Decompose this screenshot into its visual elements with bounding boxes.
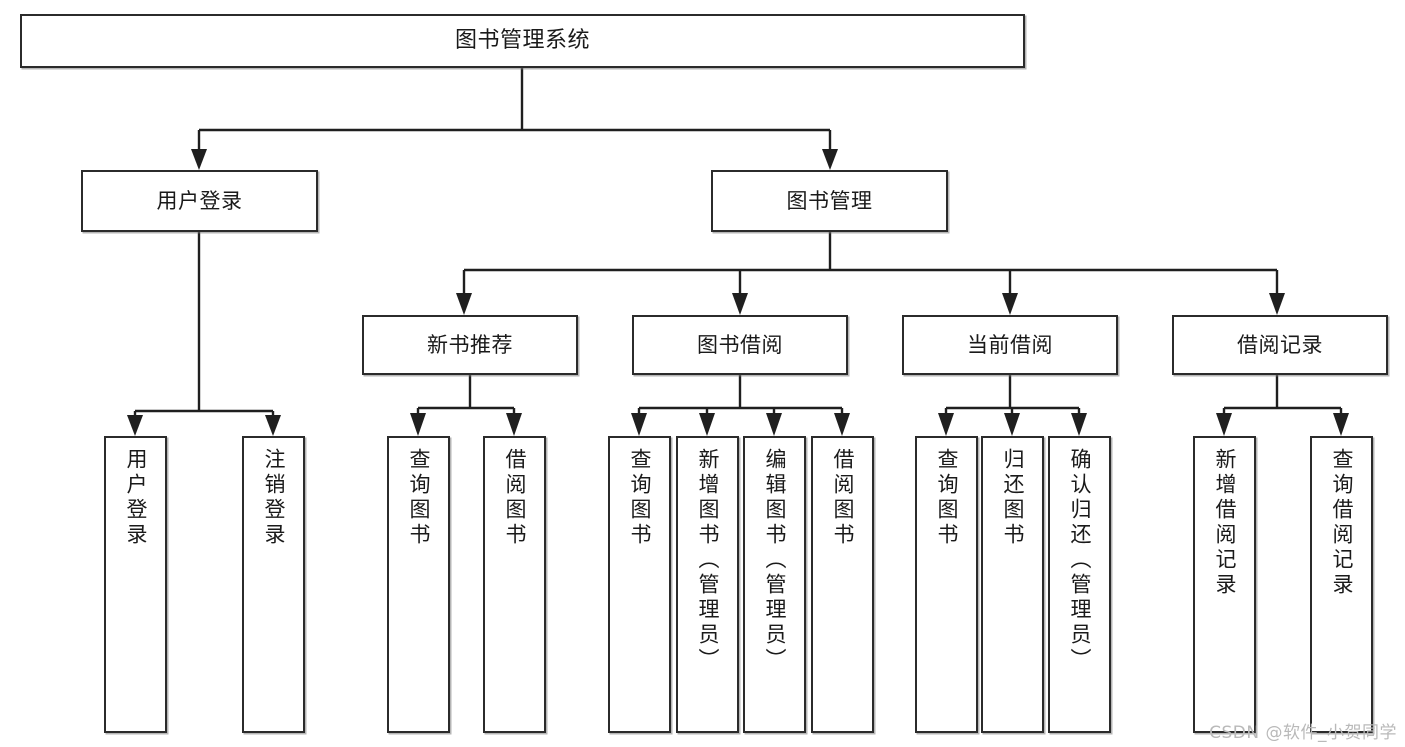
arrow-level3-current-borrow [1002, 293, 1018, 315]
node-borrow-record[interactable]: 借阅记录 [1172, 315, 1388, 375]
leaf-current-borrow-return-book[interactable]: 归还图书 [981, 436, 1044, 733]
node-label: 编辑图书（管理员） [763, 448, 787, 673]
arrow-root-to-book-manage [822, 149, 838, 170]
node-label: 查询图书 [628, 448, 652, 548]
arrow-currentborrow-leaf-3 [1071, 413, 1087, 436]
arrow-level3-borrow-record [1269, 293, 1285, 315]
leaf-current-borrow-confirm-return-admin[interactable]: 确认归还（管理员） [1048, 436, 1111, 733]
arrow-userlogin-leaf-1 [127, 415, 143, 436]
node-book-management[interactable]: 图书管理 [711, 170, 948, 232]
leaf-user-login-logout[interactable]: 注销登录 [242, 436, 305, 733]
leaf-book-borrow-query-book[interactable]: 查询图书 [608, 436, 671, 733]
node-user-login[interactable]: 用户登录 [81, 170, 318, 232]
arrow-bookborrow-leaf-3 [766, 413, 782, 436]
node-label: 确认归还（管理员） [1068, 448, 1092, 673]
arrow-bookborrow-leaf-2 [699, 413, 715, 436]
arrow-root-to-user-login [191, 149, 207, 170]
node-label: 图书管理 [786, 188, 873, 213]
arrow-newbook-leaf-2 [506, 413, 522, 436]
arrow-currentborrow-leaf-1 [938, 413, 954, 436]
node-root-book-management-system[interactable]: 图书管理系统 [20, 14, 1025, 68]
leaf-user-login-login[interactable]: 用户登录 [104, 436, 167, 733]
arrow-level3-new-book [456, 293, 472, 315]
node-label: 用户登录 [124, 448, 148, 548]
leaf-book-borrow-borrow-book[interactable]: 借阅图书 [811, 436, 874, 733]
node-label: 当前借阅 [967, 332, 1053, 357]
leaf-new-book-query-book[interactable]: 查询图书 [387, 436, 450, 733]
csdn-watermark: CSDN @软件_小贺同学 [1209, 723, 1397, 743]
node-label: 查询借阅记录 [1330, 448, 1354, 598]
node-label: 借阅图书 [831, 448, 855, 548]
arrow-bookborrow-leaf-4 [834, 413, 850, 436]
node-label: 注销登录 [262, 448, 286, 548]
arrow-currentborrow-leaf-2 [1004, 413, 1020, 436]
leaf-borrow-record-add-record[interactable]: 新增借阅记录 [1193, 436, 1256, 733]
node-label: 新增图书（管理员） [696, 448, 720, 673]
node-label: 图书借阅 [697, 332, 783, 357]
arrow-level3-book-borrow [732, 293, 748, 315]
node-label: 查询图书 [407, 448, 431, 548]
node-book-borrow[interactable]: 图书借阅 [632, 315, 848, 375]
arrow-bookborrow-leaf-1 [631, 413, 647, 436]
node-label: 借阅图书 [503, 448, 527, 548]
leaf-new-book-borrow-book[interactable]: 借阅图书 [483, 436, 546, 733]
arrow-borrowrecord-leaf-2 [1333, 413, 1349, 436]
leaf-borrow-record-query-record[interactable]: 查询借阅记录 [1310, 436, 1373, 733]
leaf-current-borrow-query-book[interactable]: 查询图书 [915, 436, 978, 733]
node-label: 用户登录 [156, 188, 243, 213]
arrow-borrowrecord-leaf-1 [1216, 413, 1232, 436]
arrow-newbook-leaf-1 [410, 413, 426, 436]
node-label: 图书管理系统 [454, 28, 590, 54]
node-label: 新书推荐 [427, 332, 513, 357]
node-current-borrow[interactable]: 当前借阅 [902, 315, 1118, 375]
node-label: 借阅记录 [1237, 332, 1323, 357]
leaf-book-borrow-edit-book-admin[interactable]: 编辑图书（管理员） [743, 436, 806, 733]
arrow-userlogin-leaf-2 [265, 415, 281, 436]
leaf-book-borrow-add-book-admin[interactable]: 新增图书（管理员） [676, 436, 739, 733]
node-label: 归还图书 [1001, 448, 1025, 548]
node-label: 查询图书 [935, 448, 959, 548]
node-new-book-recommend[interactable]: 新书推荐 [362, 315, 578, 375]
node-label: 新增借阅记录 [1213, 448, 1237, 598]
